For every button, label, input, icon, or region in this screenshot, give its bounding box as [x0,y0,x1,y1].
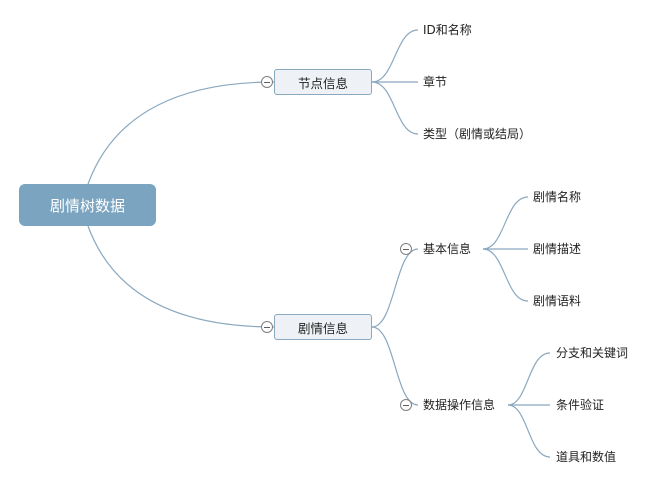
connector-root-to-node-info [87,81,275,185]
plot-corpus-label[interactable]: 剧情语料 [533,294,582,308]
collapse-minus-icon[interactable] [400,399,412,411]
connector-node-info-to-type [371,81,419,135]
plot-name-label[interactable]: 剧情名称 [533,190,582,204]
collapse-minus-icon[interactable] [400,243,412,255]
root-node[interactable]: 剧情树数据 [19,184,156,226]
id-name-label[interactable]: ID和名称 [423,23,472,37]
collapse-minus-icon[interactable] [261,321,273,333]
plot-desc-label[interactable]: 剧情描述 [533,242,582,256]
data-op-info-label[interactable]: 数据操作信息 [423,398,496,412]
connector-basic-info-to-plot-corpus [482,248,529,302]
basic-info-label[interactable]: 基本信息 [423,242,472,256]
connector-basic-info-to-plot-name [482,196,529,250]
connector-data-op-info-to-branches [507,352,551,406]
type-label[interactable]: 类型（剧情或结局） [423,127,532,141]
root-node-label: 剧情树数据 [49,196,125,215]
connector-node-info-to-id-name [371,29,419,83]
items-values-label[interactable]: 道具和数值 [556,450,617,464]
plot-info-label: 剧情信息 [297,320,348,336]
connector-plot-info-to-basic-info [371,248,419,328]
node-info-label: 节点信息 [297,75,348,91]
connector-data-op-info-to-items [507,404,551,458]
plot-info-node[interactable]: 剧情信息 [274,314,372,340]
collapse-minus-icon[interactable] [261,76,273,88]
node-info-node[interactable]: 节点信息 [274,69,372,95]
chapter-label[interactable]: 章节 [423,75,448,89]
branches-keywords-label[interactable]: 分支和关键词 [556,346,629,360]
connector-plot-info-to-data-op-info [371,326,419,406]
connector-root-to-plot-info [87,225,275,328]
condition-check-label[interactable]: 条件验证 [556,398,605,412]
